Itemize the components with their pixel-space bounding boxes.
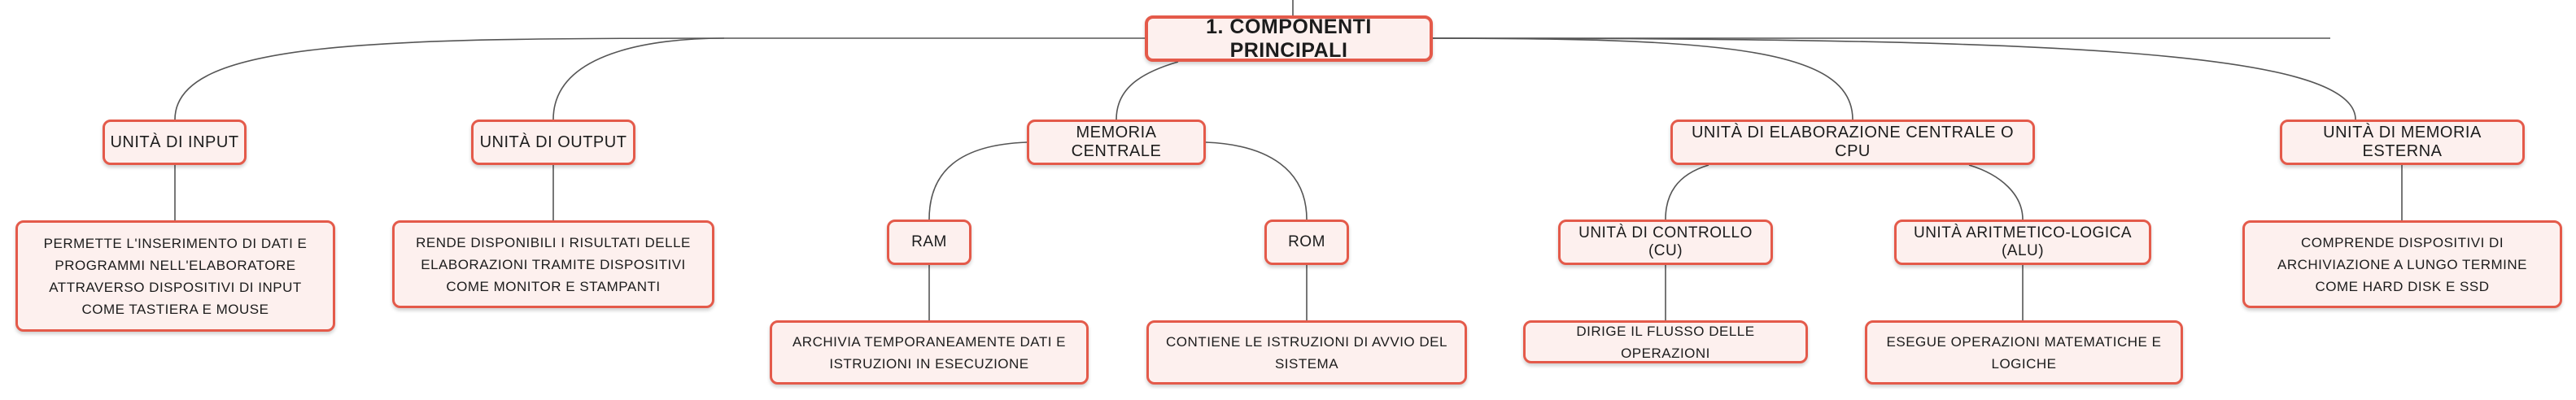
output-unit-description-node[interactable]: RENDE DISPONIBILI I RISULTATI DELLE ELAB…: [392, 220, 714, 308]
control-unit-description: DIRIGE IL FLUSSO DELLE OPERAZIONI: [1576, 323, 1755, 361]
ram-node[interactable]: RAM: [887, 220, 971, 265]
rom-label: ROM: [1288, 233, 1325, 250]
alu-description-node[interactable]: ESEGUE OPERAZIONI MATEMATICHE E LOGICHE: [1865, 320, 2183, 385]
output-unit-node[interactable]: UNITÀ DI OUTPUT: [471, 120, 635, 165]
connector-output: [552, 37, 725, 120]
rom-description: CONTIENE LE ISTRUZIONI DI AVVIO DEL SIST…: [1166, 333, 1447, 372]
root-node[interactable]: 1. COMPONENTI PRINCIPALI: [1145, 15, 1433, 62]
alu-description: ESEGUE OPERAZIONI MATEMATICHE E LOGICHE: [1886, 333, 2162, 372]
memoria-centrale-label: MEMORIA CENTRALE: [1071, 124, 1162, 160]
connector-memoria-esterna: [1431, 37, 2356, 120]
memoria-centrale-node[interactable]: MEMORIA CENTRALE: [1027, 120, 1206, 165]
input-unit-label: UNITÀ DI INPUT: [110, 133, 239, 151]
connector-cu: [1665, 164, 1709, 220]
input-unit-description: PERMETTE L'INSERIMENTO DI DATI E PROGRAM…: [43, 235, 308, 317]
ram-description-node[interactable]: ARCHIVIA TEMPORANEAMENTE DATI E ISTRUZIO…: [770, 320, 1089, 385]
ram-label: RAM: [911, 233, 947, 250]
connector-alu: [1968, 164, 2024, 220]
ram-description: ARCHIVIA TEMPORANEAMENTE DATI E ISTRUZIO…: [792, 333, 1067, 372]
connector-memoria-centrale: [1116, 61, 1179, 120]
rom-node[interactable]: ROM: [1264, 220, 1349, 265]
alu-node[interactable]: UNITÀ ARITMETICO-LOGICA (ALU): [1894, 220, 2151, 265]
control-unit-label: UNITÀ DI CONTROLLO (CU): [1578, 224, 1753, 259]
cpu-node[interactable]: UNITÀ DI ELABORAZIONE CENTRALE O CPU: [1670, 120, 2035, 165]
connector-ram: [928, 141, 1028, 220]
output-unit-label: UNITÀ DI OUTPUT: [479, 133, 627, 151]
memoria-esterna-node[interactable]: UNITÀ DI MEMORIA ESTERNA: [2280, 120, 2525, 165]
alu-label: UNITÀ ARITMETICO-LOGICA (ALU): [1913, 224, 2133, 259]
cpu-label: UNITÀ DI ELABORAZIONE CENTRALE O CPU: [1691, 124, 2015, 160]
input-unit-node[interactable]: UNITÀ DI INPUT: [103, 120, 247, 165]
memoria-esterna-description-node[interactable]: COMPRENDE DISPOSITIVI DI ARCHIVIAZIONE A…: [2242, 220, 2562, 308]
connector-rom: [1205, 141, 1308, 220]
connector-cpu: [1431, 37, 1853, 120]
connector-input: [174, 37, 725, 120]
control-unit-description-node[interactable]: DIRIGE IL FLUSSO DELLE OPERAZIONI: [1523, 320, 1808, 363]
memoria-esterna-label: UNITÀ DI MEMORIA ESTERNA: [2323, 124, 2482, 160]
rom-description-node[interactable]: CONTIENE LE ISTRUZIONI DI AVVIO DEL SIST…: [1146, 320, 1467, 385]
output-unit-description: RENDE DISPONIBILI I RISULTATI DELLE ELAB…: [416, 234, 691, 294]
control-unit-node[interactable]: UNITÀ DI CONTROLLO (CU): [1558, 220, 1773, 265]
memoria-esterna-description: COMPRENDE DISPOSITIVI DI ARCHIVIAZIONE A…: [2277, 234, 2528, 294]
input-unit-description-node[interactable]: PERMETTE L'INSERIMENTO DI DATI E PROGRAM…: [15, 220, 335, 332]
root-label: 1. COMPONENTI PRINCIPALI: [1206, 15, 1372, 62]
